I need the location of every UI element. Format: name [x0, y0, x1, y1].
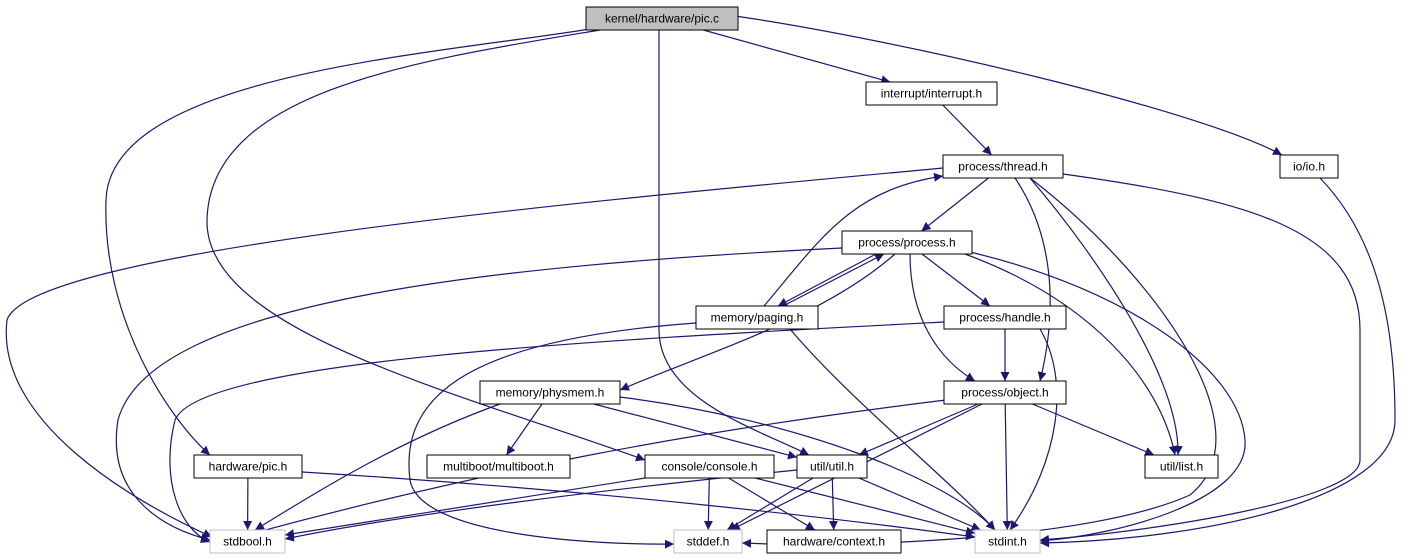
edge-ioh-to-stdint — [1039, 177, 1396, 548]
edge-paging-to-stddef — [408, 322, 697, 549]
edge-paging-to-stdint — [789, 328, 996, 531]
node-paging-label: memory/paging.h — [711, 311, 804, 325]
node-picH[interactable]: hardware/pic.h — [193, 454, 303, 479]
edge-process-to-list — [964, 253, 1178, 456]
edge-picH-to-stdint — [301, 471, 976, 541]
node-stddef-label: stddef.h — [687, 535, 730, 549]
edge-physmem-to-util — [593, 403, 798, 460]
edge-process-to-physmem — [619, 253, 896, 391]
edge-process-to-handle — [921, 253, 991, 307]
node-thread[interactable]: process/thread.h — [942, 154, 1064, 179]
edge-root-to-console — [206, 29, 646, 462]
node-stddef: stddef.h — [673, 529, 743, 554]
node-multiboot-label: multiboot/multiboot.h — [443, 460, 554, 474]
node-ioh-label: io/io.h — [1293, 160, 1325, 174]
node-stdint: stdint.h — [974, 529, 1041, 554]
edge-layer — [5, 15, 1396, 549]
edge-console-to-stdint — [755, 477, 976, 536]
node-util-label: util/util.h — [810, 460, 854, 474]
node-process[interactable]: process/process.h — [841, 230, 973, 255]
node-list[interactable]: util/list.h — [1144, 454, 1219, 479]
node-object[interactable]: process/object.h — [943, 380, 1067, 405]
node-object-label: process/object.h — [961, 386, 1048, 400]
edge-thread-to-stdint — [1039, 173, 1361, 544]
edge-paging-to-process — [782, 253, 885, 307]
node-layer: kernel/hardware/pic.c interrupt/interrupt… — [193, 6, 1339, 554]
edge-object-to-util — [858, 403, 979, 456]
node-multiboot-box — [426, 454, 571, 479]
node-physmem[interactable]: memory/physmem.h — [479, 380, 621, 405]
edge-root-to-interrupt — [703, 29, 891, 84]
node-interrupt-label: interrupt/interrupt.h — [881, 87, 982, 101]
edge-process-to-paging — [777, 253, 877, 307]
edge-thread-to-process — [921, 177, 989, 232]
node-process-label: process/process.h — [858, 236, 955, 250]
node-object-box — [943, 380, 1067, 405]
node-root-label: kernel/hardware/pic.c — [605, 12, 719, 26]
edge-root-to-util — [658, 30, 810, 456]
edge-util-to-context — [828, 477, 838, 531]
edge-util-to-stdint — [858, 477, 981, 531]
edge-physmem-to-stdint — [619, 396, 996, 531]
edge-thread-to-list — [1029, 177, 1183, 456]
edge-handle-to-stdint — [1009, 328, 1058, 531]
node-interrupt[interactable]: interrupt/interrupt.h — [865, 81, 998, 106]
edge-thread-to-stdbool — [5, 167, 944, 538]
node-list-box — [1144, 454, 1219, 479]
node-root-box — [585, 6, 739, 31]
node-util[interactable]: util/util.h — [796, 454, 868, 479]
edge-root-to-picH — [105, 28, 591, 456]
edge-thread-to-object — [1014, 177, 1051, 382]
node-paging-box — [695, 305, 819, 330]
edge-root-to-ioh — [734, 15, 1283, 156]
node-interrupt-box — [865, 81, 998, 106]
node-multiboot[interactable]: multiboot/multiboot.h — [426, 454, 571, 479]
edge-handle-to-stdbool — [169, 321, 945, 543]
edge-process-to-stdbool — [115, 247, 843, 543]
node-thread-label: process/thread.h — [958, 160, 1047, 174]
edge-physmem-to-stdbool — [254, 403, 501, 531]
node-context[interactable]: hardware/context.h — [766, 529, 902, 554]
edge-object-to-stdint — [1002, 403, 1012, 531]
node-handle[interactable]: process/handle.h — [943, 305, 1067, 330]
node-picH-box — [193, 454, 303, 479]
edge-paging-to-thread — [763, 172, 944, 307]
node-physmem-label: memory/physmem.h — [496, 386, 605, 400]
edge-util-to-stdbool — [284, 469, 798, 542]
node-process-box — [841, 230, 973, 255]
node-context-label: hardware/context.h — [783, 535, 885, 549]
node-picH-label: hardware/pic.h — [209, 460, 288, 474]
edge-physmem-to-multiboot — [506, 403, 543, 456]
edge-console-to-context — [728, 477, 816, 531]
node-util-box — [796, 454, 868, 479]
edge-object-to-list — [1032, 403, 1155, 456]
node-handle-label: process/handle.h — [959, 311, 1050, 325]
node-stdbool-label: stdbool.h — [223, 535, 272, 549]
node-stddef-box — [673, 529, 743, 554]
node-context-box — [766, 529, 902, 554]
edge-console-to-stdbool — [284, 477, 646, 539]
node-console[interactable]: console/console.h — [644, 454, 775, 479]
node-paging[interactable]: memory/paging.h — [695, 305, 819, 330]
node-thread-box — [942, 154, 1064, 179]
node-ioh-box — [1279, 154, 1339, 179]
node-list-label: util/list.h — [1160, 460, 1203, 474]
node-stdbool-box — [209, 529, 286, 554]
edge-console-to-stddef — [703, 477, 713, 531]
node-physmem-box — [479, 380, 621, 405]
edge-interrupt-to-thread — [942, 104, 993, 156]
node-console-label: console/console.h — [661, 460, 757, 474]
node-root[interactable]: kernel/hardware/pic.c — [585, 6, 739, 31]
node-ioh[interactable]: io/io.h — [1279, 154, 1339, 179]
node-stdbool: stdbool.h — [209, 529, 286, 554]
edge-process-to-stdint — [969, 251, 1246, 545]
node-handle-box — [943, 305, 1067, 330]
node-stdint-label: stdint.h — [988, 535, 1027, 549]
node-console-box — [644, 454, 775, 479]
edge-util-to-stddef — [726, 477, 814, 531]
edge-object-to-stdbool — [209, 399, 947, 547]
edge-process-to-object — [909, 253, 976, 382]
node-stdint-box — [974, 529, 1041, 554]
